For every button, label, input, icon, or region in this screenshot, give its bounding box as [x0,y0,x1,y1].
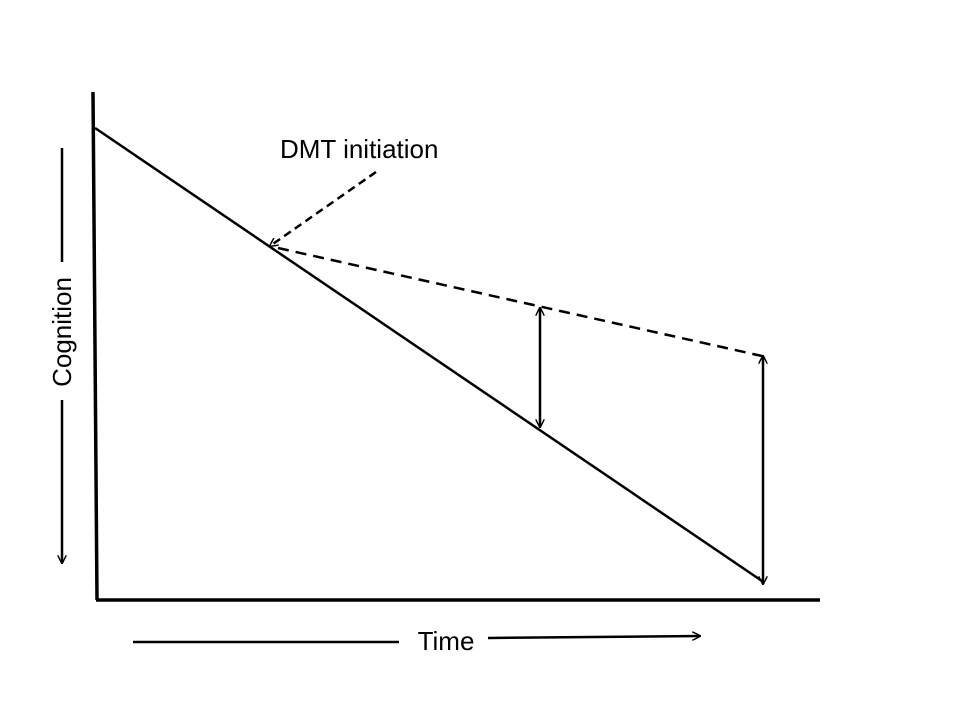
x-axis-label: Time [418,626,475,656]
x-label-arrow-right [487,636,700,638]
y-axis-label: Cognition [47,277,77,387]
dmt-initiation-label: DMT initiation [280,134,438,164]
untreated-decline-line [94,126,763,583]
dmt-initiation-pointer-arrow [270,170,377,246]
treated-trajectory-dashed-line [277,246,763,358]
y-axis-line [91,91,99,601]
